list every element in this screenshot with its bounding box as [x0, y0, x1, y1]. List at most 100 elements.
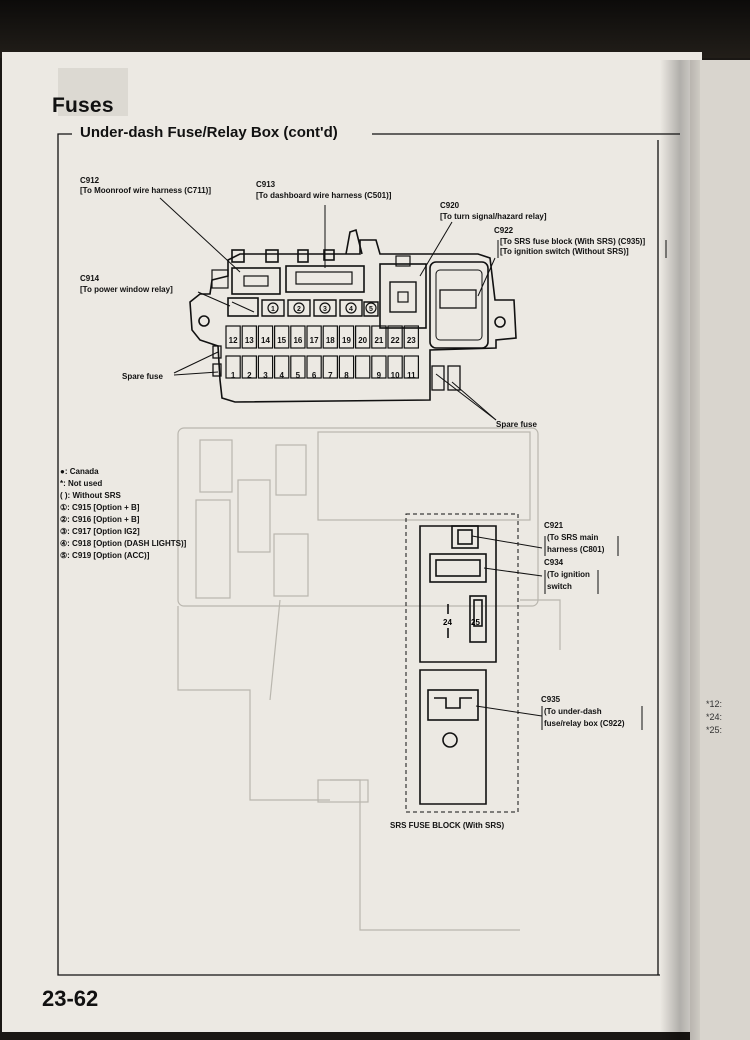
- fuse-bottom-slot: [241, 355, 257, 379]
- c914-connector: [227, 297, 259, 317]
- ghost-harness: [177, 427, 561, 931]
- fuse-top-number: 14: [261, 336, 270, 345]
- fuse-top-slot: [338, 325, 355, 349]
- fuse-bottom-number: 10: [391, 371, 400, 380]
- section-frame: [57, 133, 680, 976]
- srs-block-outline: [405, 513, 519, 813]
- c920-desc: [To turn signal/hazard relay]: [440, 212, 547, 221]
- facing-note: *25:: [706, 725, 723, 735]
- facing-page-edge: [690, 60, 750, 1040]
- c921-desc-1: (To SRS main: [547, 533, 599, 542]
- fuse-bottom-slot: [387, 355, 403, 379]
- option-connector-number: 4: [349, 306, 353, 313]
- c921-desc-2: harness (C801): [547, 545, 605, 554]
- fuse-top-slot: [403, 325, 420, 349]
- fuse-top-slot: [257, 325, 274, 349]
- legend-c917: ③: C917 [Option IG2]: [60, 527, 140, 536]
- fuse-top-slot: [371, 325, 387, 349]
- facing-note: *12:: [706, 699, 723, 709]
- page-number: 23-62: [42, 986, 99, 1011]
- fuse-bottom-number: 9: [377, 371, 382, 380]
- fuse-top-number: 13: [245, 336, 254, 345]
- option-connector-number: 3: [323, 306, 327, 313]
- srs-fuse-25: 25: [471, 618, 480, 627]
- legend-c918: ④: C918 [Option (DASH LIGHTS)]: [60, 539, 187, 548]
- srs-fuse-24: 24: [443, 618, 452, 627]
- legend-without-srs: ( ): Without SRS: [60, 491, 121, 500]
- c921-code: C921: [544, 521, 564, 530]
- c922-desc-2: [To ignition switch (Without SRS)]: [500, 247, 629, 256]
- fuse-top-number: 12: [229, 336, 238, 345]
- fuse-top-slot: [225, 325, 241, 349]
- fuse-bottom-number: 7: [328, 371, 333, 380]
- callout-brackets: [497, 240, 667, 730]
- fuse-top-number: 22: [391, 336, 400, 345]
- c934-code: C934: [544, 558, 564, 567]
- c935-desc-2: fuse/relay box (C922): [544, 719, 625, 728]
- subsection-title: Under-dash Fuse/Relay Box (cont'd): [76, 124, 342, 141]
- c922-connector: [429, 261, 489, 349]
- option-connector-number: 1: [271, 306, 275, 313]
- fuse-top-number: 16: [293, 336, 302, 345]
- fuse-bottom-slot: [274, 355, 290, 379]
- fuse-bottom-number: 3: [263, 371, 268, 380]
- c914-code: C914: [80, 274, 100, 283]
- legend-c919: ⑤: C919 [Option (ACC)]: [60, 551, 150, 560]
- srs-leader-lines: [471, 535, 543, 717]
- c935-code: C935: [541, 695, 561, 704]
- fuse-bottom-slot: [355, 355, 371, 379]
- page-gutter-shadow: [660, 60, 700, 1040]
- legend-not-used: *: Not used: [60, 479, 103, 488]
- c912-desc: [To Moonroof wire harness (C711)]: [80, 186, 211, 195]
- fuse-bottom-slot: [338, 355, 355, 379]
- option-connectors: [261, 299, 379, 317]
- legend-canada: ●: Canada: [60, 467, 99, 476]
- spare-fuse-right-label: Spare fuse: [496, 420, 537, 429]
- fuse-bottom-number: 11: [407, 371, 416, 380]
- fuse-top-number: 17: [310, 336, 319, 345]
- c922-desc-1: [To SRS fuse block (With SRS) (C935)]: [500, 237, 646, 246]
- c920-code: C920: [440, 201, 460, 210]
- page-title: Fuses: [52, 94, 114, 117]
- option-connector-badge: [345, 302, 357, 314]
- fuse-box-housing: [189, 228, 517, 403]
- fuse-bottom-number: 5: [296, 371, 301, 380]
- manual-page: [2, 52, 702, 1032]
- option-connector-badge: [319, 302, 331, 314]
- fuse-bottom-slot: [257, 355, 274, 379]
- fuse-top-slot: [274, 325, 290, 349]
- scan-top-shadow: [0, 0, 750, 58]
- fuse-top-slot: [355, 325, 371, 349]
- c913-desc: [To dashboard wire harness (C501)]: [256, 191, 392, 200]
- c914-desc: [To power window relay]: [80, 285, 173, 294]
- c934-desc-1: (To ignition: [547, 570, 590, 579]
- fuse-bottom-number: 4: [279, 371, 284, 380]
- fuse-top-slot: [322, 325, 339, 349]
- option-connector-number: 2: [297, 306, 301, 313]
- legend-c916: ②: C916 [Option + B]: [60, 515, 140, 524]
- fuse-bottom-number: 1: [231, 371, 236, 380]
- fuse-bottom-number: 2: [247, 371, 252, 380]
- fuse-bottom-slot: [371, 355, 387, 379]
- c913-code: C913: [256, 180, 276, 189]
- fuse-top-slot: [290, 325, 306, 349]
- c920-connector: [379, 263, 427, 329]
- section-tab-icon: [58, 68, 128, 116]
- fuse-bottom-slot: [306, 355, 322, 379]
- fuse-top-number: 20: [358, 336, 367, 345]
- fuse-bottom-slot: [403, 355, 420, 379]
- fuse-top-number: 19: [342, 336, 351, 345]
- fuse-bottom-slot: [322, 355, 339, 379]
- c912-connector: [231, 267, 281, 295]
- legend: ●: Canada *: Not used ( ): Without SRS ①…: [60, 466, 186, 562]
- fuse-top-slot: [387, 325, 403, 349]
- c922-code: C922: [494, 226, 514, 235]
- spare-fuse-slots: [212, 345, 461, 391]
- srs-fuse-block-caption: SRS FUSE BLOCK (With SRS): [390, 821, 505, 830]
- c935-desc-1: (To under-dash: [544, 707, 602, 716]
- facing-note: *24:: [706, 712, 723, 722]
- fuse-bottom-number: 6: [312, 371, 317, 380]
- fuse-top-number: 23: [407, 336, 416, 345]
- c912-code: C912: [80, 176, 100, 185]
